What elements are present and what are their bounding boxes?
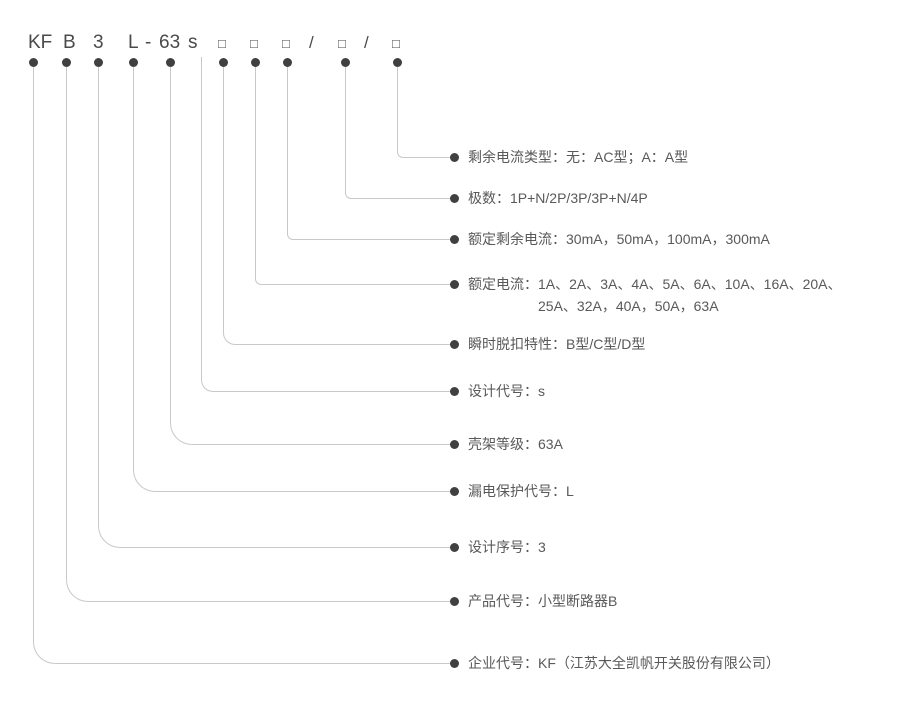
spec-label-row: 额定剩余电流：30mA，50mA，100mA，300mA (450, 228, 770, 250)
spec-label: 额定电流：1A、2A、3A、4A、5A、6A、10A、16A、20A、 (468, 276, 842, 292)
connector-dot (93, 57, 103, 67)
connector-line (287, 67, 451, 240)
connector-dot (128, 57, 138, 67)
spec-label-row: 极数：1P+N/2P/3P/3P+N/4P (450, 187, 648, 209)
code-segment-box-5: □ (392, 36, 400, 51)
code-segment-3: 3 (93, 32, 104, 53)
connector-line (397, 67, 451, 158)
connector-line (133, 67, 451, 492)
code-segment-box-3: □ (282, 36, 290, 51)
code-segment-box-1: □ (218, 36, 226, 51)
connector-line (223, 67, 451, 345)
code-segment-s: s (188, 32, 198, 53)
connector-line (255, 67, 451, 285)
spec-label: 设计代号：s (468, 383, 545, 399)
connector-line (33, 67, 451, 664)
spec-label-row: 产品代号：小型断路器B (450, 590, 617, 612)
spec-label-row: 瞬时脱扣特性：B型/C型/D型 (450, 333, 645, 355)
connector-dot (392, 57, 402, 67)
bullet-icon (450, 486, 459, 496)
bullet-icon (450, 234, 459, 244)
bullet-icon (450, 542, 459, 552)
code-segment-box-2: □ (250, 36, 258, 51)
spec-label: 漏电保护代号：L (468, 483, 574, 499)
connector-line (201, 57, 451, 392)
bullet-icon (450, 386, 459, 396)
spec-label: 设计序号：3 (468, 539, 546, 555)
connector-line (66, 67, 451, 602)
spec-label: 壳架等级：63A (468, 436, 563, 452)
bullet-icon (450, 439, 459, 449)
bullet-icon (450, 193, 459, 203)
code-segment-kf: KF (28, 32, 53, 53)
spec-label: 瞬时脱扣特性：B型/C型/D型 (468, 336, 646, 352)
spec-label-row: 企业代号：KF（江苏大全凯帆开关股份有限公司） (450, 652, 780, 674)
bullet-icon (450, 658, 459, 668)
connector-dot (250, 57, 260, 67)
connector-dot (282, 57, 292, 67)
spec-label: 剩余电流类型：无：AC型；A：A型 (468, 149, 689, 165)
spec-label: 极数：1P+N/2P/3P/3P+N/4P (468, 190, 648, 206)
bullet-icon (450, 339, 459, 349)
code-segment-63: 63 (159, 32, 181, 53)
code-segment-b: B (63, 32, 76, 53)
connector-dot (218, 57, 228, 67)
spec-label-row: 漏电保护代号：L (450, 480, 574, 502)
spec-label-continuation: 25A、32A，40A，50A，63A (538, 298, 719, 314)
connector-dot (340, 57, 350, 67)
spec-label: 额定剩余电流：30mA，50mA，100mA，300mA (468, 231, 770, 247)
bullet-icon (450, 279, 459, 289)
spec-label: 产品代号：小型断路器B (468, 593, 618, 609)
spec-label-row: 壳架等级：63A (450, 433, 563, 455)
code-segment-slash-1: / (309, 33, 314, 52)
spec-label-row: 设计代号：s (450, 380, 545, 402)
code-segment-l: L (128, 32, 139, 53)
bullet-icon (450, 596, 459, 606)
connector-line (98, 67, 451, 548)
spec-label-row: 剩余电流类型：无：AC型；A：A型 (450, 146, 688, 168)
spec-label-row: 额定电流：1A、2A、3A、4A、5A、6A、10A、16A、20A、 25A、… (450, 273, 841, 317)
connector-dot (61, 57, 71, 67)
connector-line (170, 67, 451, 445)
spec-label-row: 设计序号：3 (450, 536, 546, 558)
connector-dot (28, 57, 38, 67)
bullet-icon (450, 152, 459, 162)
connector-dot (165, 57, 175, 67)
connector-line (345, 67, 451, 199)
code-segment-dash: - (145, 32, 152, 53)
code-segment-box-4: □ (338, 36, 346, 51)
spec-label: 企业代号：KF（江苏大全凯帆开关股份有限公司） (468, 655, 780, 671)
code-segment-slash-2: / (364, 33, 369, 52)
